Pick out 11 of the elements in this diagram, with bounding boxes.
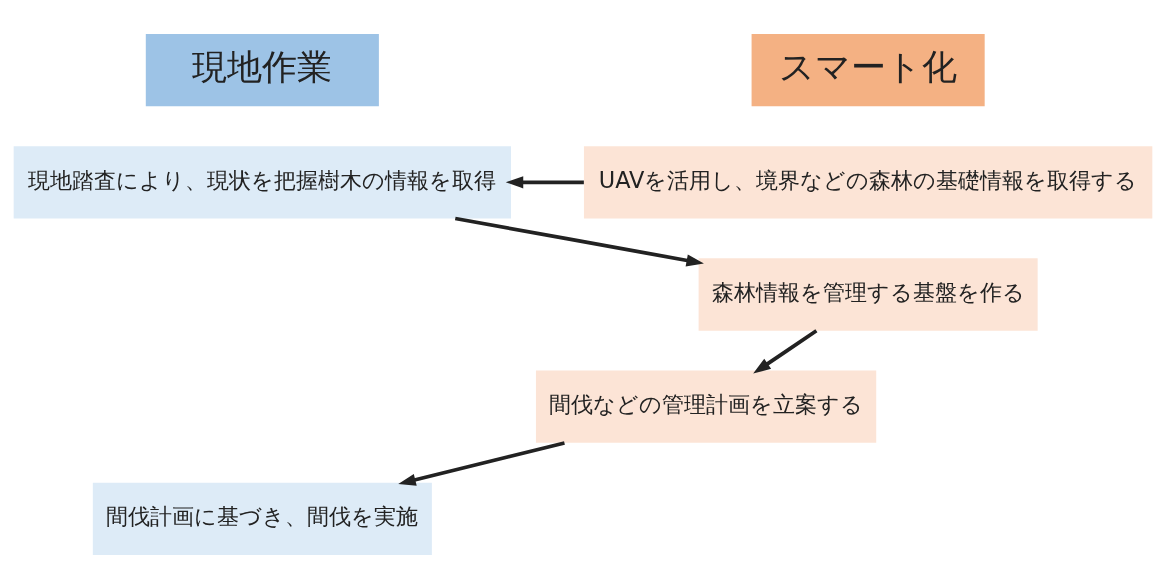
- arrow: [454, 216, 704, 266]
- node-box: 間伐計画に基づき、間伐を実施: [92, 482, 432, 555]
- arrow: [398, 440, 565, 486]
- node-box: スマート化: [751, 33, 985, 106]
- node-box: 現地作業: [145, 33, 379, 106]
- node-box: 森林情報を管理する基盤を作る: [698, 257, 1038, 331]
- node-box: 間伐などの管理計画を立案する: [535, 370, 877, 443]
- arrow: [505, 175, 584, 188]
- node-box: UAVを活用し、境界などの森林の基礎情報を取得する: [583, 145, 1153, 218]
- arrow: [753, 328, 818, 374]
- node-box: 現地踏査により、現状を把握樹木の情報を取得: [13, 145, 511, 218]
